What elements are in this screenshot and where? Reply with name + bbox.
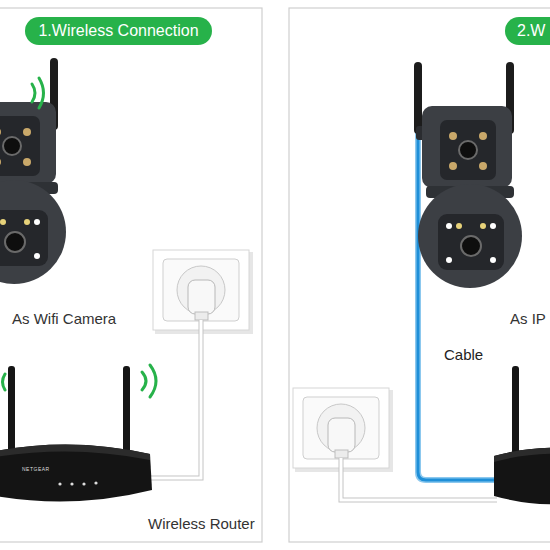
camera-device: As IP [410, 55, 550, 327]
device-label: As Wifi Camera [12, 310, 116, 327]
camera-device: As Wifi Camera [0, 55, 150, 327]
router-device: Wireless Router [0, 360, 262, 532]
cable-label: Cable [444, 346, 483, 363]
heading-text: 1.Wireless Connection [38, 22, 198, 40]
device-label: Wireless Router [148, 515, 255, 532]
heading-text: 2.W [517, 22, 545, 40]
section-heading: 2.W [505, 17, 550, 45]
brand-logo: NETGEAR [22, 466, 50, 472]
device-label: As IP [510, 310, 546, 327]
section-heading: 1.Wireless Connection [25, 17, 212, 45]
